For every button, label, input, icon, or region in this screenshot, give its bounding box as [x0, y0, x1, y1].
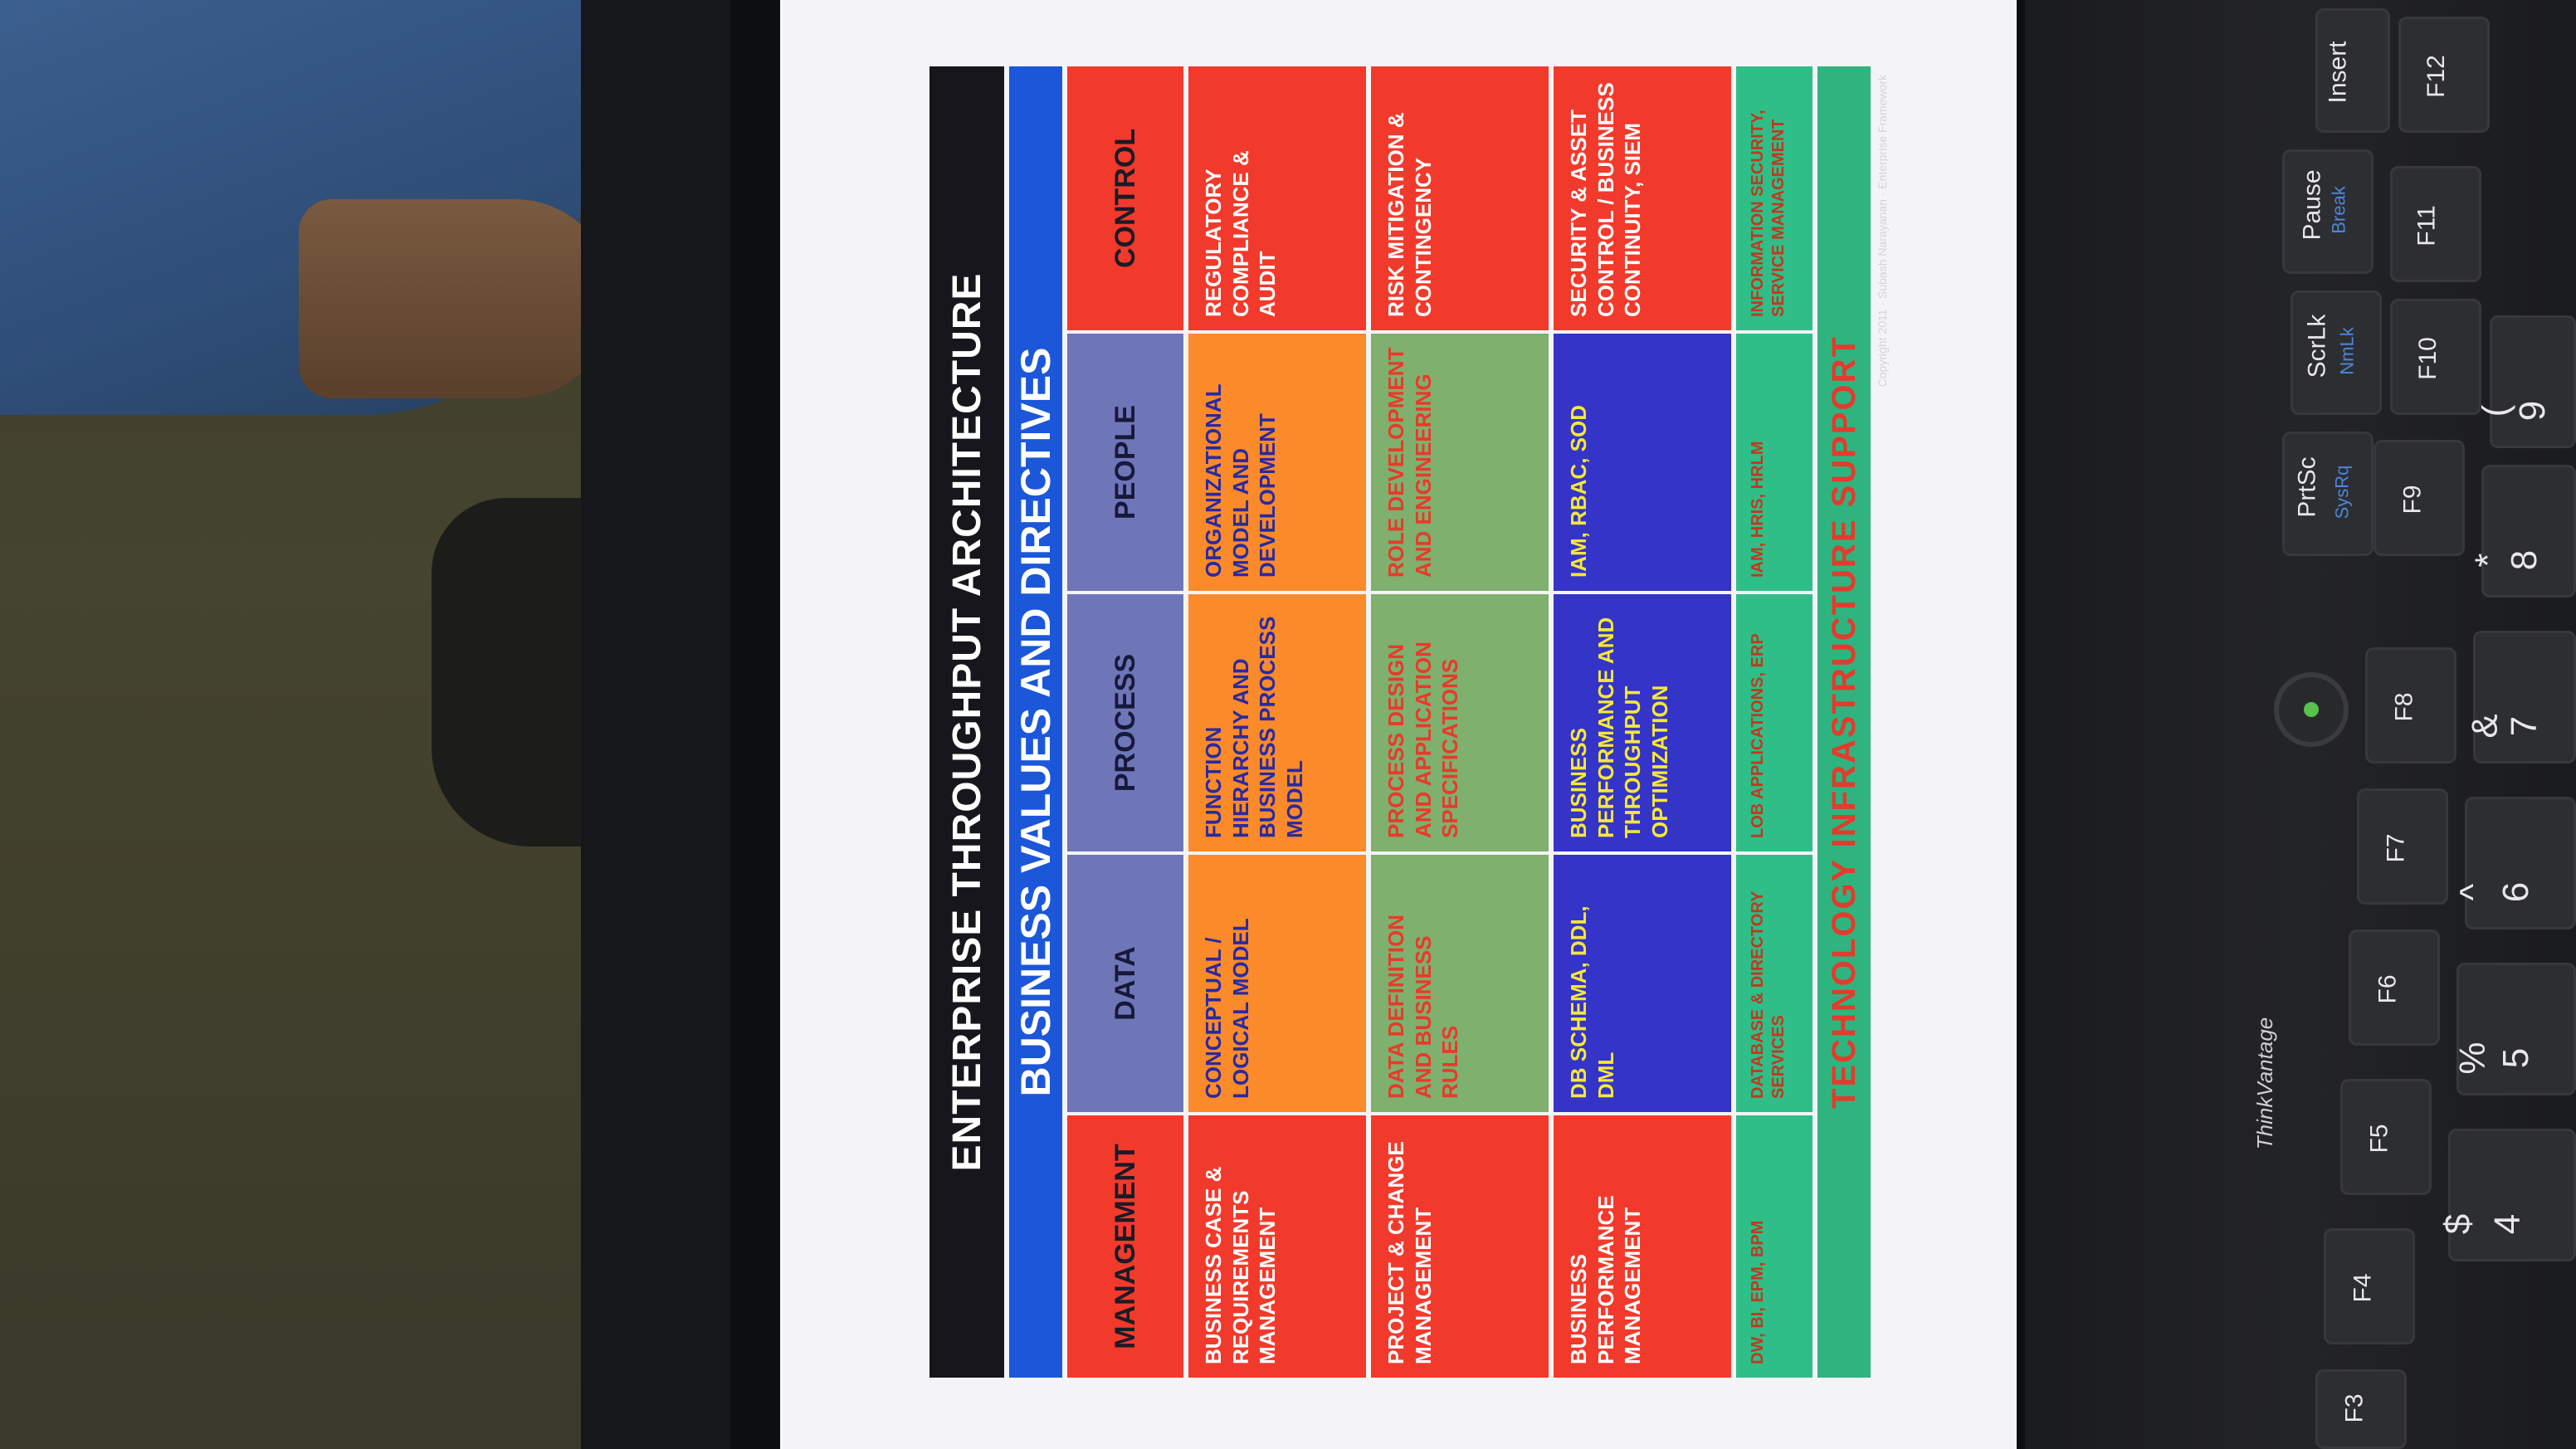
cell-r2-people: ROLE DEVELOPMENT AND ENGINEERING	[1371, 334, 1549, 591]
key-insert[interactable]: Insert	[2315, 8, 2390, 133]
copyright-text: Copyright 2011 · Subash Narayanan · Ente…	[1876, 75, 1889, 388]
key-f12[interactable]: F12	[2398, 17, 2490, 133]
column-header-control: CONTROL	[1067, 66, 1183, 330]
cell-r3-management: BUSINESS PERFORMANCE MANAGEMENT	[1554, 1115, 1731, 1378]
key-f3[interactable]: F3	[2315, 1369, 2407, 1449]
key-f8[interactable]: F8	[2365, 647, 2456, 764]
slide-footer-band: TECHNOLOGY INFRASTRUCTURE SUPPORT	[1817, 66, 1871, 1378]
key-f11[interactable]: F11	[2390, 166, 2481, 282]
brand-label: ThinkVantage	[2252, 1017, 2278, 1150]
key-7[interactable]: 7&	[2465, 631, 2576, 764]
cell-r2-process: PROCESS DESIGN AND APPLICATION SPECIFICA…	[1371, 594, 1549, 851]
cell-r4-control: INFORMATION SECURITY, SERVICE MANAGEMENT	[1736, 66, 1812, 330]
key-6[interactable]: 6^	[2452, 797, 2576, 929]
power-button-icon[interactable]	[2274, 672, 2349, 747]
column-header-data: DATA	[1067, 855, 1183, 1112]
key-4[interactable]: 4$	[2437, 1129, 2576, 1261]
cell-r2-management: PROJECT & CHANGE MANAGEMENT	[1371, 1115, 1549, 1378]
key-f6[interactable]: F6	[2349, 929, 2440, 1046]
column-header-management: MANAGEMENT	[1067, 1115, 1183, 1378]
architecture-grid: MANAGEMENT DATA PROCESS PEOPLE CONTROL B…	[1067, 66, 1812, 1378]
column-header-people: PEOPLE	[1067, 334, 1183, 591]
slide-subtitle: BUSINESS VALUES AND DIRECTIVES	[1009, 66, 1062, 1378]
cell-r1-management: BUSINESS CASE & REQUIREMENTS MANAGEMENT	[1188, 1115, 1366, 1378]
cell-r3-data: DB SCHEMA, DDL, DML	[1554, 855, 1731, 1112]
person-arm	[299, 199, 614, 398]
cell-r3-process: BUSINESS PERFORMANCE AND THROUGHPUT OPTI…	[1554, 594, 1731, 851]
key-f10[interactable]: F10	[2390, 299, 2481, 415]
key-f9[interactable]: F9	[2374, 440, 2465, 556]
key-f5[interactable]: F5	[2340, 1079, 2432, 1195]
column-header-process: PROCESS	[1067, 594, 1183, 851]
cell-r1-process: FUNCTION HIERARCHY AND BUSINESS PROCESS …	[1188, 594, 1366, 851]
cell-r4-data: DATABASE & DIRECTORY SERVICES	[1736, 855, 1812, 1112]
cell-r4-management: DW, BI, EPM, BPM	[1736, 1115, 1812, 1378]
cell-r4-process: LOB APPLICATIONS, ERP	[1736, 594, 1812, 851]
cell-r3-people: IAM, RBAC, SoD	[1554, 334, 1731, 591]
cell-r2-data: DATA DEFINITION AND BUSINESS RULES	[1371, 855, 1549, 1112]
slide-title: ENTERPRISE THROUGHPUT ARCHITECTURE	[929, 66, 1004, 1378]
cell-r1-control: REGULATORY COMPLIANCE & AUDIT	[1188, 66, 1366, 330]
key-5[interactable]: 5%	[2452, 963, 2576, 1095]
cell-r3-control: SECURITY & ASSET CONTROL / BUSINESS CONT…	[1554, 66, 1731, 330]
key-f4[interactable]: F4	[2324, 1228, 2415, 1344]
architecture-slide: ENTERPRISE THROUGHPUT ARCHITECTURE BUSIN…	[921, 58, 1889, 1386]
cell-r2-control: RISK MITIGATION & CONTINGENCY	[1371, 66, 1549, 330]
key-8[interactable]: 8*	[2468, 465, 2576, 598]
slide-container: ENTERPRISE THROUGHPUT ARCHITECTURE BUSIN…	[921, 58, 1889, 1386]
cell-r4-people: IAM, HRIS, HRLM	[1736, 334, 1812, 591]
cell-r1-people: ORGANIZATIONAL MODEL AND DEVELOPMENT	[1188, 334, 1366, 591]
key-9[interactable]: 9(	[2475, 315, 2576, 448]
key-f7[interactable]: F7	[2357, 788, 2448, 905]
cell-r1-data: CONCEPTUAL / LOGICAL MODEL	[1188, 855, 1366, 1112]
